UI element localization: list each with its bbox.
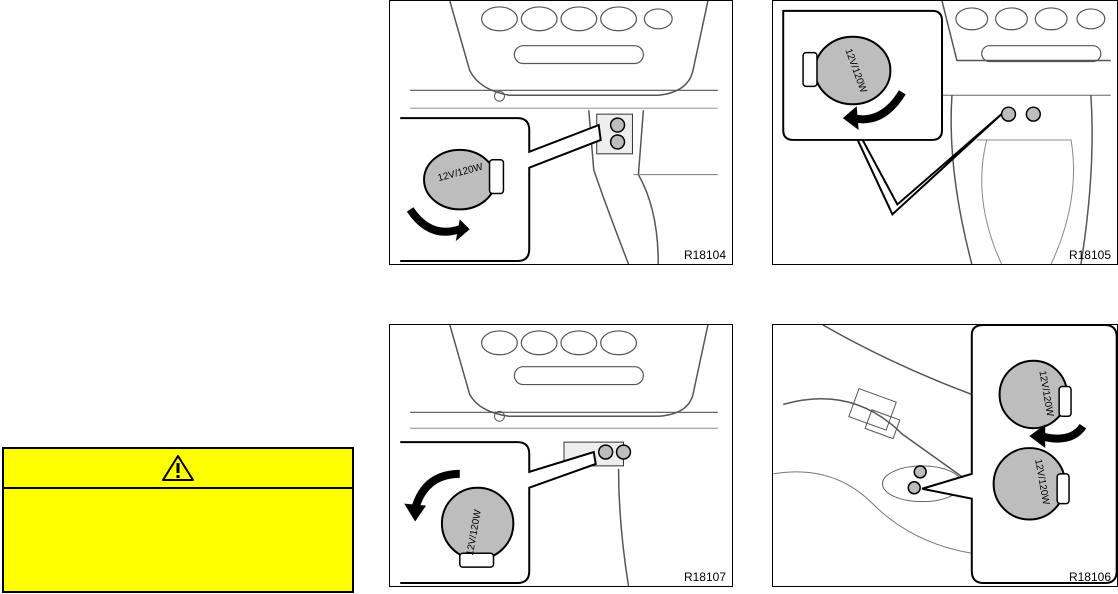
caution-box: warning-triangle-icon xyxy=(2,447,354,593)
caution-header: warning-triangle-icon xyxy=(4,449,352,489)
dashboard-illustration: 12V/120W xyxy=(400,1,718,264)
figure-code: R18104 xyxy=(683,248,726,262)
figure-center-outlets-lower: 12V/120W R18105 xyxy=(772,0,1118,265)
rear-console-illustration: 12V/120W 12V/120W xyxy=(773,325,1117,585)
figure-center-outlets-top: 12V/120W R18104 xyxy=(389,0,733,265)
warning-triangle-icon xyxy=(162,455,194,481)
figure-dashboard-outlets: 12V/120W R18107 xyxy=(389,324,733,587)
figure-rear-outlets: 12V/120W 12V/120W R18106 xyxy=(772,324,1118,587)
console-illustration: 12V/120W xyxy=(782,1,1111,264)
figure-code: R18105 xyxy=(1068,248,1111,262)
figure-code: R18106 xyxy=(1068,570,1111,584)
figure-code: R18107 xyxy=(683,570,726,584)
dashboard-illustration: 12V/120W xyxy=(400,325,718,586)
caution-body xyxy=(4,489,352,509)
